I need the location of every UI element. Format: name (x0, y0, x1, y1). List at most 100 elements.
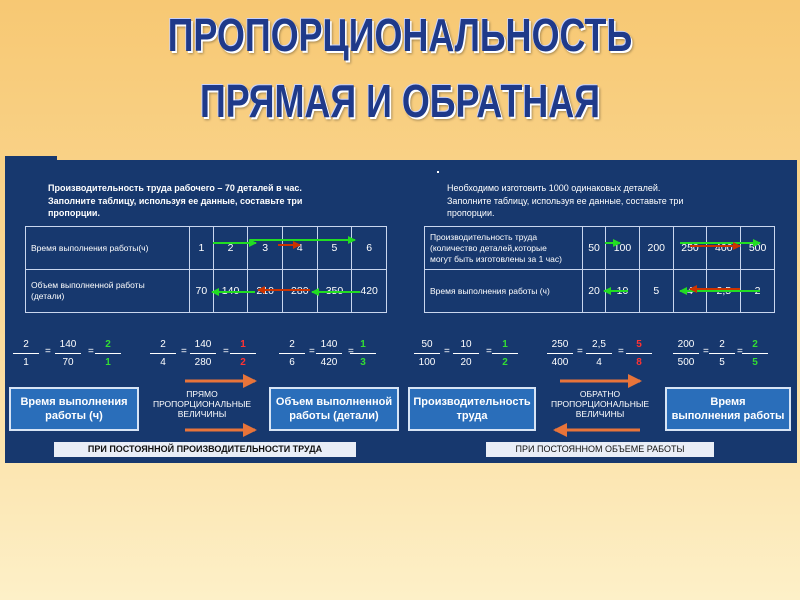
left-description: Производительность труда рабочего – 70 д… (48, 182, 302, 220)
numerator: 10 (460, 339, 472, 350)
fraction-bar (709, 353, 735, 354)
table-row: Объем выполненной работы (детали) 70 140… (25, 269, 387, 313)
denominator: 2 (502, 357, 508, 368)
fraction-bar (150, 353, 176, 354)
caption-direct: ПРЯМО ПРОПОРЦИОНАЛЬНЫЕ ВЕЛИЧИНЫ (142, 389, 262, 419)
fraction-bar (586, 353, 612, 354)
denominator: 4 (160, 357, 166, 368)
numerator: 2 (160, 339, 166, 350)
fraction-bar (230, 353, 256, 354)
equals-sign: = (348, 346, 354, 357)
caption-line: ВЕЛИЧИНЫ (575, 409, 625, 419)
right-description-line: Заполните таблицу, используя ее данные, … (447, 195, 684, 206)
table-cell: 100 (605, 226, 640, 270)
denominator: 20 (460, 357, 472, 368)
right-description-line: пропорции. (447, 208, 495, 218)
equals-sign: = (486, 346, 492, 357)
table-cell: 350 (316, 269, 353, 313)
numerator: 1 (360, 339, 366, 350)
numerator: 50 (421, 339, 433, 350)
table-cell: 2,5 (706, 269, 742, 313)
caption-line: ПРОПОРЦИОНАЛЬНЫЕ (550, 399, 650, 409)
numerator: 2,5 (592, 339, 606, 350)
numerator: 5 (636, 339, 642, 350)
fraction: 140 420 (316, 339, 342, 368)
numerator: 200 (677, 339, 695, 350)
equals-sign: = (45, 346, 51, 357)
box-line: выполнения работы (671, 410, 785, 422)
box-line: труда (456, 410, 488, 422)
denominator: 5 (752, 357, 758, 368)
fraction: 50 100 (414, 339, 440, 368)
denominator: 1 (105, 357, 111, 368)
caption-line: ПРЯМО (186, 389, 218, 399)
box-line: работы (детали) (289, 410, 379, 422)
box-line: Объем выполненной (275, 396, 393, 408)
denominator: 500 (677, 357, 695, 368)
fraction-bar (673, 353, 699, 354)
equals-sign: = (309, 346, 315, 357)
numerator: 140 (194, 339, 212, 350)
table-cell: 5 (638, 269, 674, 313)
table-cell: 2 (212, 226, 249, 270)
table-cell: 420 (351, 269, 387, 313)
label-line: (детали) (31, 291, 65, 301)
left-description-line: Заполните таблицу, используя ее данные, … (48, 195, 303, 206)
numerator: 140 (320, 339, 338, 350)
fraction-bar (279, 353, 305, 354)
left-table: Время выполнения работы(ч) 1 2 3 4 5 6 О… (25, 226, 387, 313)
label-line: могут быть изготовлены за 1 час) (430, 253, 562, 264)
equals-sign: = (737, 346, 743, 357)
fraction-bar (626, 353, 652, 354)
table-cell: 2 (740, 269, 775, 313)
table-cell: 500 (740, 226, 775, 270)
box-time: Время выполнения работы (ч) (9, 387, 139, 431)
table-cell: 210 (247, 269, 283, 313)
equals-sign: = (223, 346, 229, 357)
table-cell: 6 (351, 226, 387, 270)
equals-sign: = (703, 346, 709, 357)
denominator: 280 (194, 357, 212, 368)
table-cell: 5 (316, 226, 353, 270)
denominator: 2 (240, 357, 246, 368)
denominator: 400 (551, 357, 569, 368)
numerator: 2 (105, 339, 111, 350)
denominator: 420 (320, 357, 338, 368)
numerator: 140 (59, 339, 77, 350)
equals-sign: = (618, 346, 624, 357)
denominator: 100 (418, 357, 436, 368)
page-title-line1: ПРОПОРЦИОНАЛЬНОСТЬ (167, 9, 633, 61)
denominator: 3 (360, 357, 366, 368)
table-cell: 4 (282, 226, 318, 270)
table-cell: 50 (581, 226, 607, 270)
fraction-bar (350, 353, 376, 354)
table-cell: 70 (189, 269, 214, 313)
table-cell: 1 (189, 226, 214, 270)
numerator: 2 (23, 339, 29, 350)
denominator: 4 (596, 357, 602, 368)
fraction-bar (190, 353, 216, 354)
fraction: 140 280 (190, 339, 216, 368)
denominator: 1 (23, 357, 29, 368)
box-line: Время (710, 396, 746, 408)
table-row-label: Время выполнения работы(ч) (25, 226, 190, 270)
fraction-bar (492, 353, 518, 354)
fraction-bar (742, 353, 768, 354)
left-description-line: пропорции. (48, 208, 100, 218)
box-line: Производительность (413, 396, 531, 408)
numerator: 2 (752, 339, 758, 350)
caption-line: ВЕЛИЧИНЫ (177, 409, 227, 419)
right-table: Производительность труда (количество дет… (424, 226, 775, 313)
numerator: 2 (289, 339, 295, 350)
fraction-bar (55, 353, 81, 354)
